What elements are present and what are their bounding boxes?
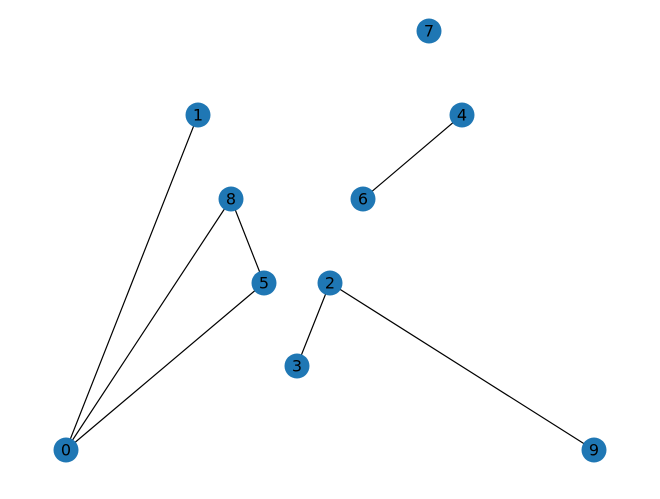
node-label: 1 [193, 106, 203, 125]
node-circle [53, 437, 79, 463]
node-0: 0 [53, 437, 79, 463]
edge-0-1 [65, 114, 199, 451]
edge-2-3 [296, 282, 331, 367]
node-label: 8 [226, 190, 236, 209]
node-layer: 0 1 2 3 4 5 6 7 8 9 [53, 18, 607, 463]
node-8: 8 [218, 186, 244, 212]
node-5: 5 [251, 270, 277, 296]
edge-2-9 [329, 282, 595, 451]
node-7: 7 [416, 18, 442, 44]
node-circle [350, 186, 376, 212]
node-circle [449, 102, 475, 128]
node-circle [218, 186, 244, 212]
edge-8-5 [230, 198, 265, 284]
edge-layer [65, 114, 595, 451]
edge-0-5 [65, 282, 265, 451]
node-label: 3 [292, 357, 302, 376]
node-6: 6 [350, 186, 376, 212]
node-label: 9 [589, 441, 599, 460]
node-circle [185, 102, 211, 128]
node-label: 2 [325, 274, 335, 293]
node-label: 7 [424, 22, 434, 41]
node-label: 6 [358, 190, 368, 209]
node-3: 3 [284, 353, 310, 379]
node-circle [317, 270, 343, 296]
node-1: 1 [185, 102, 211, 128]
edge-4-6 [362, 114, 463, 200]
node-label: 0 [61, 441, 71, 460]
node-circle [416, 18, 442, 44]
node-label: 4 [457, 106, 467, 125]
node-circle [581, 437, 607, 463]
node-4: 4 [449, 102, 475, 128]
node-label: 5 [259, 274, 269, 293]
edge-0-8 [65, 198, 232, 451]
node-circle [284, 353, 310, 379]
node-9: 9 [581, 437, 607, 463]
node-circle [251, 270, 277, 296]
node-2: 2 [317, 270, 343, 296]
